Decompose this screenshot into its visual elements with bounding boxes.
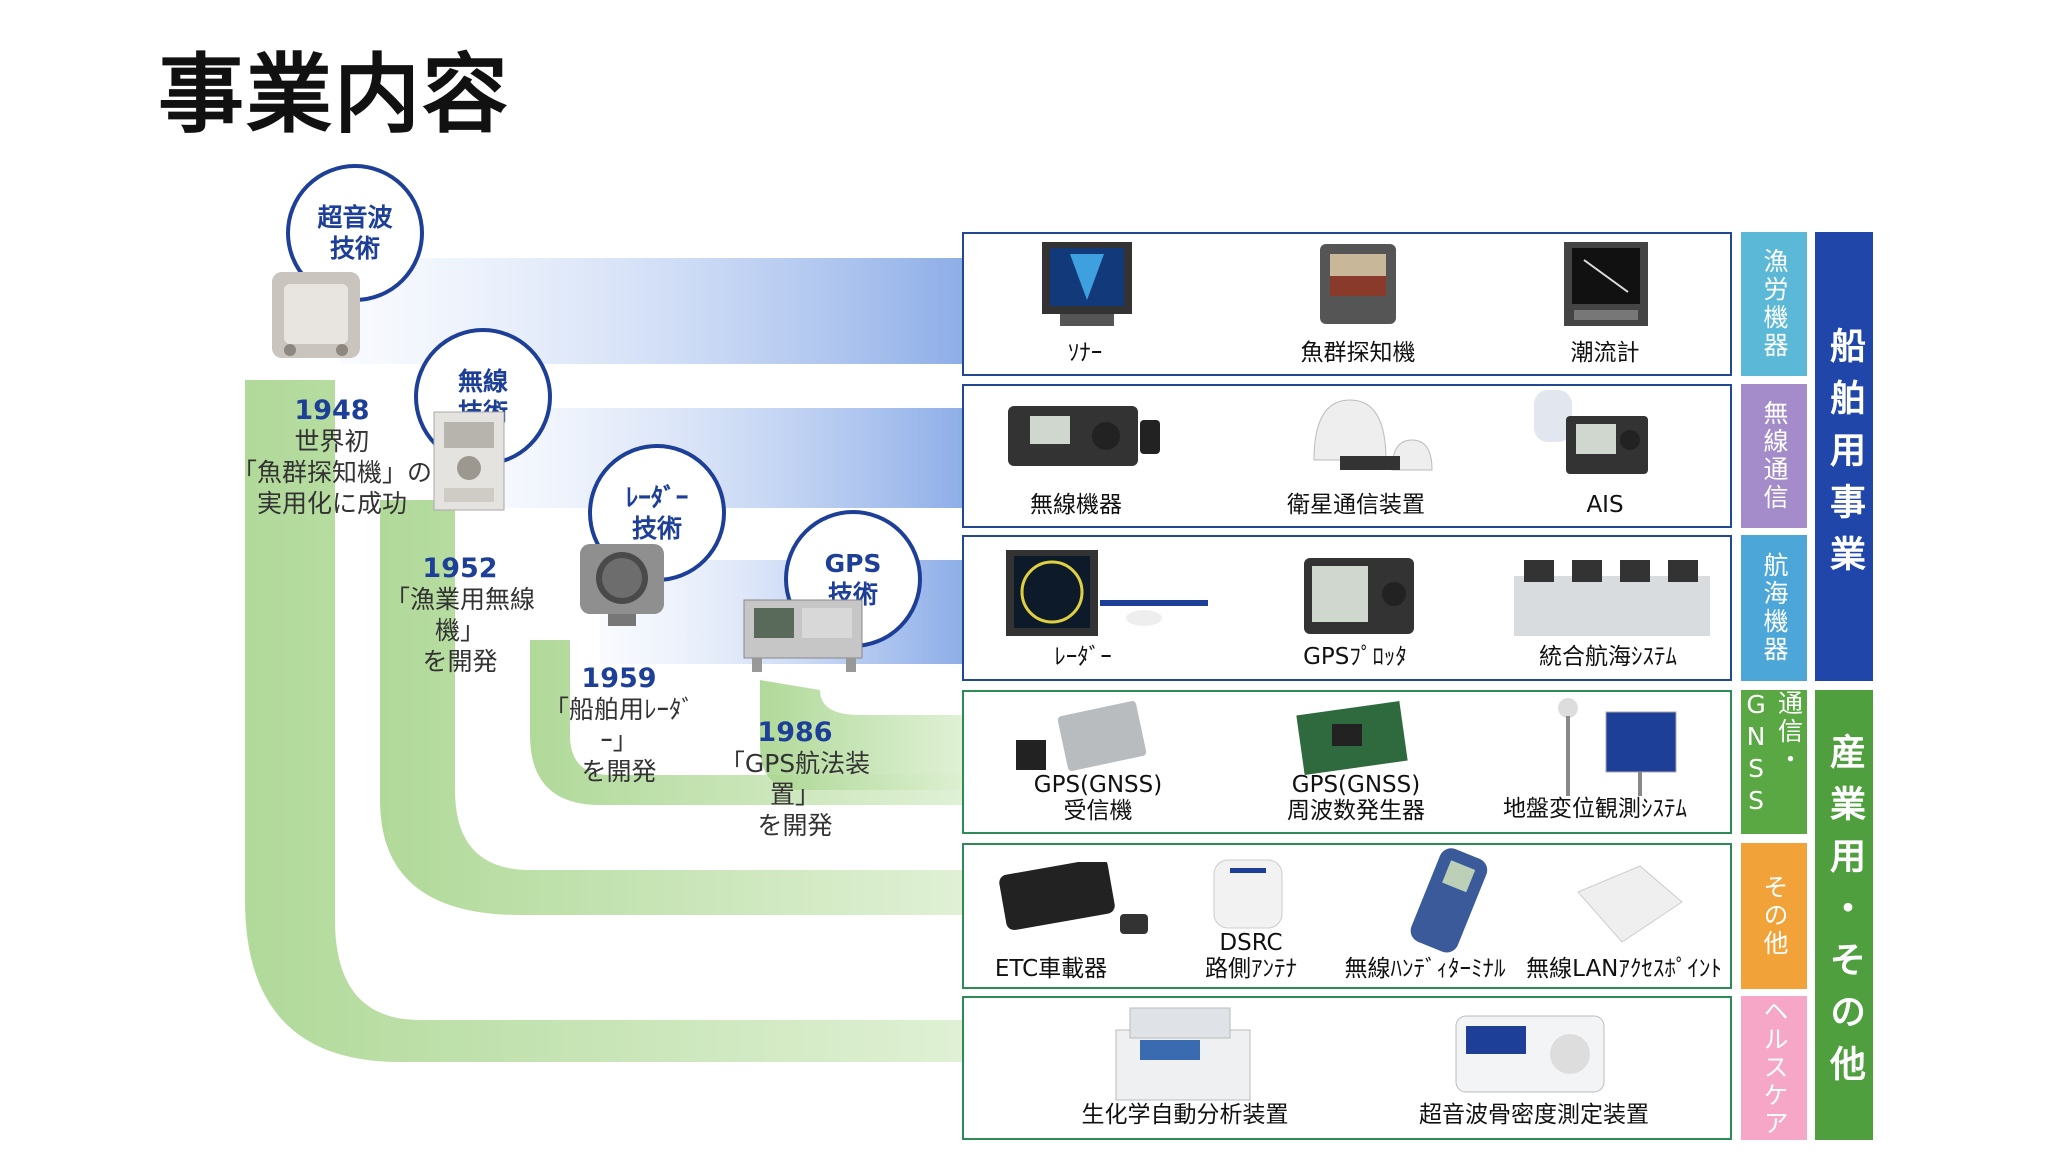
product-wireless-handy-terminal: 無線ﾊﾝﾃﾞｨﾀｰﾐﾅﾙ [1344, 956, 1506, 982]
milestone-1952: 1952「漁業用無線機」 を開発 [362, 522, 558, 677]
category-tag-fishing-label: 漁労機器 [1760, 248, 1789, 360]
product-integrated-navigation-system: 統合航海ｼｽﾃﾑ [1539, 644, 1677, 670]
category-tag-gnss-label: 通信・GNSS [1741, 690, 1804, 818]
product-fish-finder: 魚群探知機 [1300, 340, 1416, 366]
product-bone-densitometer: 超音波骨密度測定装置 [1419, 1102, 1649, 1128]
product-radar: ﾚｰﾀﾞｰ [1054, 644, 1112, 670]
product-current-indicator: 潮流計 [1570, 340, 1640, 366]
radar-1959-image [580, 544, 664, 626]
category-tag-navigation-label: 航海機器 [1760, 552, 1789, 664]
satellite-communication-image [1313, 399, 1433, 471]
product-biochemistry-analyzer: 生化学自動分析装置 [1081, 1102, 1289, 1128]
category-tag-other: その他 [1741, 843, 1807, 989]
current-indicator-image [1564, 242, 1648, 326]
milestone-1959: 1959「船舶用ﾚｰﾀﾞｰ」 を開発 [526, 632, 712, 787]
radar-image [1006, 550, 1208, 636]
page-title: 事業内容 [158, 45, 510, 145]
bone-densitometer-image [1455, 1015, 1605, 1093]
category-tag-healthcare-label: ヘルスケア [1760, 998, 1789, 1138]
category-tag-navigation: 航海機器 [1741, 535, 1807, 681]
fish-finder-image [1320, 244, 1396, 324]
product-radio-equipment: 無線機器 [1030, 492, 1122, 518]
category-tag-gnss: 通信・GNSS [1741, 690, 1807, 834]
gnss-frequency-generator-image [1296, 701, 1408, 775]
radio-equipment-image [1008, 406, 1160, 466]
wireless-handy-terminal-image [1410, 848, 1488, 953]
milestone-1986: 1986「GPS航法装置」 を開発 [700, 686, 890, 841]
radio-1952-image [433, 411, 505, 511]
product-gps-plotter: GPSﾌﾟﾛｯﾀ [1303, 644, 1407, 670]
milestone-1986-text: 「GPS航法装置」 を開発 [719, 749, 871, 840]
category-tag-other-label: その他 [1760, 874, 1789, 958]
product-gnss-receiver: GPS(GNSS) 受信機 [1033, 772, 1163, 824]
milestone-1952-year: 1952 [422, 553, 498, 584]
etc-unit-image [999, 862, 1148, 934]
product-ais: AIS [1586, 492, 1624, 518]
category-tag-healthcare: ヘルスケア [1741, 996, 1807, 1140]
segment-industrial: 産業用・その他 [1815, 690, 1873, 1140]
category-tag-fishing: 漁労機器 [1741, 232, 1807, 376]
wireless-lan-access-point-image [1577, 865, 1683, 943]
product-sonar: ｿﾅｰ [1067, 340, 1103, 366]
biochemistry-analyzer-image [1115, 1007, 1251, 1101]
ais-image [1534, 390, 1648, 474]
integrated-navigation-system-image [1514, 560, 1710, 636]
milestone-1959-year: 1959 [581, 663, 657, 694]
ground-displacement-monitoring-image [1558, 698, 1677, 796]
product-ground-displacement-monitoring: 地盤変位観測ｼｽﾃﾑ [1503, 796, 1687, 822]
gps-navigator-1986-image [743, 599, 863, 672]
band-ultrasonic-health [245, 380, 962, 1062]
product-wireless-lan-access-point: 無線LANｱｸｾｽﾎﾟｲﾝﾄ [1526, 956, 1722, 982]
product-etc-unit: ETC車載器 [994, 956, 1108, 982]
segment-industrial-label: 産業用・その他 [1824, 733, 1865, 1097]
band-radio-other [380, 500, 962, 915]
fish-finder-1948-image [272, 272, 360, 358]
gps-plotter-image [1304, 558, 1414, 634]
milestone-1986-year: 1986 [757, 717, 833, 748]
product-gnss-frequency-generator: GPS(GNSS) 周波数発生器 [1287, 772, 1425, 824]
segment-marine-label: 船舶用事業 [1824, 326, 1865, 587]
product-satellite-communication: 衛星通信装置 [1287, 492, 1425, 518]
category-tag-radio-label: 無線通信 [1760, 400, 1789, 512]
segment-marine: 船舶用事業 [1815, 232, 1873, 681]
sonar-image [1042, 242, 1132, 326]
gnss-receiver-image [1016, 701, 1147, 771]
product-dsrc-antenna: DSRC 路側ｱﾝﾃﾅ [1205, 930, 1297, 982]
milestone-1948-year: 1948 [294, 395, 370, 426]
band-gps-gnss [760, 680, 962, 790]
milestone-1959-text: 「船舶用ﾚｰﾀﾞｰ」 を開発 [543, 695, 694, 786]
milestone-1952-text: 「漁業用無線機」 を開発 [384, 585, 535, 676]
milestone-1948-text: 世界初 「魚群探知機」の 実用化に成功 [231, 427, 432, 518]
category-tag-radio: 無線通信 [1741, 384, 1807, 528]
dsrc-antenna-image [1213, 859, 1283, 929]
